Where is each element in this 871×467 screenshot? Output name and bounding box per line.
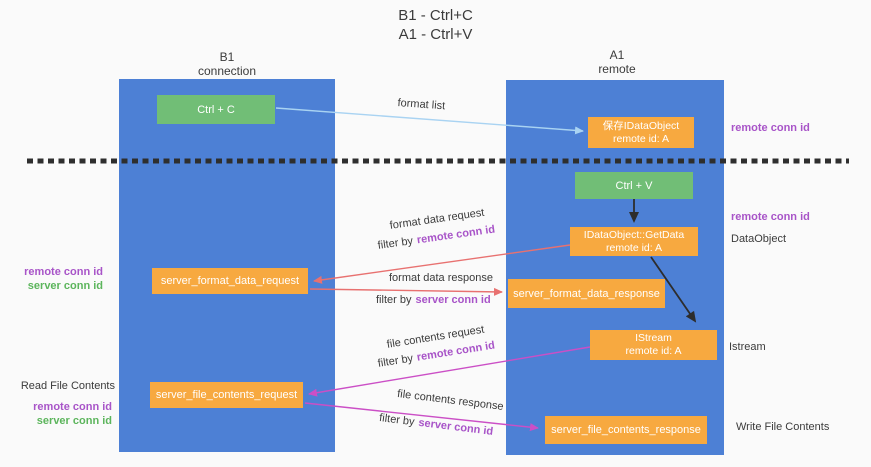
- left-column-name: B1: [219, 50, 235, 64]
- box-server-format-data-response-label: server_format_data_response: [513, 287, 660, 300]
- side-label-server-conn-id-left2: server conn id: [36, 415, 112, 427]
- box-server-format-data-response: server_format_data_response: [508, 279, 665, 308]
- side-label-remote-conn-id-left2: remote conn id: [33, 401, 112, 413]
- box-server-format-data-request-label: server_format_data_request: [160, 275, 300, 287]
- box-server-file-contents-response-label: server_file_contents_response: [551, 424, 701, 436]
- box-idataobject-getdata: IDataObject::GetData remote id: A: [570, 227, 698, 256]
- box-getdata-line1: IDataObject::GetData: [583, 228, 685, 241]
- label-format-data-response: format data response: [389, 272, 493, 284]
- title-line-1: B1 - Ctrl+C: [398, 7, 473, 24]
- filter-by-text: filter by: [378, 412, 416, 429]
- side-label-remote-conn-id-top: remote conn id: [731, 122, 810, 134]
- label-file-contents-response: file contents response: [396, 388, 505, 413]
- side-label-write-file-contents: Write File Contents: [736, 421, 830, 433]
- side-label-read-file-contents: Read File Contents: [20, 380, 115, 392]
- side-label-istream: Istream: [729, 341, 766, 353]
- server-conn-id-text: server conn id: [415, 294, 491, 306]
- box-istream-line2: remote id: A: [625, 345, 682, 357]
- box-server-format-data-request: server_format_data_request: [152, 268, 308, 294]
- side-label-group-format: remote conn id server conn id: [0, 265, 103, 293]
- box-save-idataobject-line1: 保存IDataObject: [602, 119, 680, 132]
- box-save-idataobject-line2: remote id: A: [612, 132, 670, 145]
- box-istream: IStream remote id: A: [590, 330, 717, 360]
- right-column-role: remote: [598, 62, 636, 76]
- filter-by-text: filter by: [377, 235, 414, 252]
- remote-conn-id-text: remote conn id: [416, 223, 496, 247]
- title-line-2: A1 - Ctrl+V: [398, 26, 473, 43]
- diagram-title: B1 - Ctrl+C A1 - Ctrl+V: [0, 6, 871, 44]
- arrow-format-data-response: [309, 287, 503, 296]
- server-conn-id-text: server conn id: [417, 416, 494, 438]
- box-ctrl-c-label: Ctrl + C: [197, 103, 235, 116]
- box-server-file-contents-response: server_file_contents_response: [545, 416, 707, 444]
- right-column-header: A1 remote: [547, 48, 687, 76]
- box-getdata-line2: remote id: A: [605, 241, 663, 254]
- box-istream-line1: IStream: [635, 332, 672, 344]
- box-ctrl-v-label: Ctrl + V: [615, 179, 653, 192]
- side-label-group-file: remote conn id server conn id: [0, 400, 112, 428]
- side-label-server-conn-id-left1: server conn id: [27, 280, 103, 292]
- side-label-remote-conn-id-mid: remote conn id: [731, 211, 810, 223]
- right-column-name: A1: [609, 48, 625, 62]
- box-ctrl-v: Ctrl + V: [575, 172, 693, 199]
- left-column-header: B1 connection: [157, 50, 297, 78]
- box-ctrl-c: Ctrl + C: [157, 95, 275, 124]
- left-column-role: connection: [197, 64, 257, 78]
- box-server-file-contents-request: server_file_contents_request: [150, 382, 303, 408]
- filter-by-text: filter by: [377, 352, 414, 370]
- filter-by-text: filter by: [376, 294, 412, 306]
- label-format-list: format list: [397, 97, 446, 113]
- side-label-dataobject: DataObject: [731, 233, 787, 245]
- box-save-idataobject: 保存IDataObject remote id: A: [588, 117, 694, 148]
- side-label-remote-conn-id-left1: remote conn id: [24, 266, 103, 278]
- box-server-file-contents-request-label: server_file_contents_request: [155, 389, 298, 401]
